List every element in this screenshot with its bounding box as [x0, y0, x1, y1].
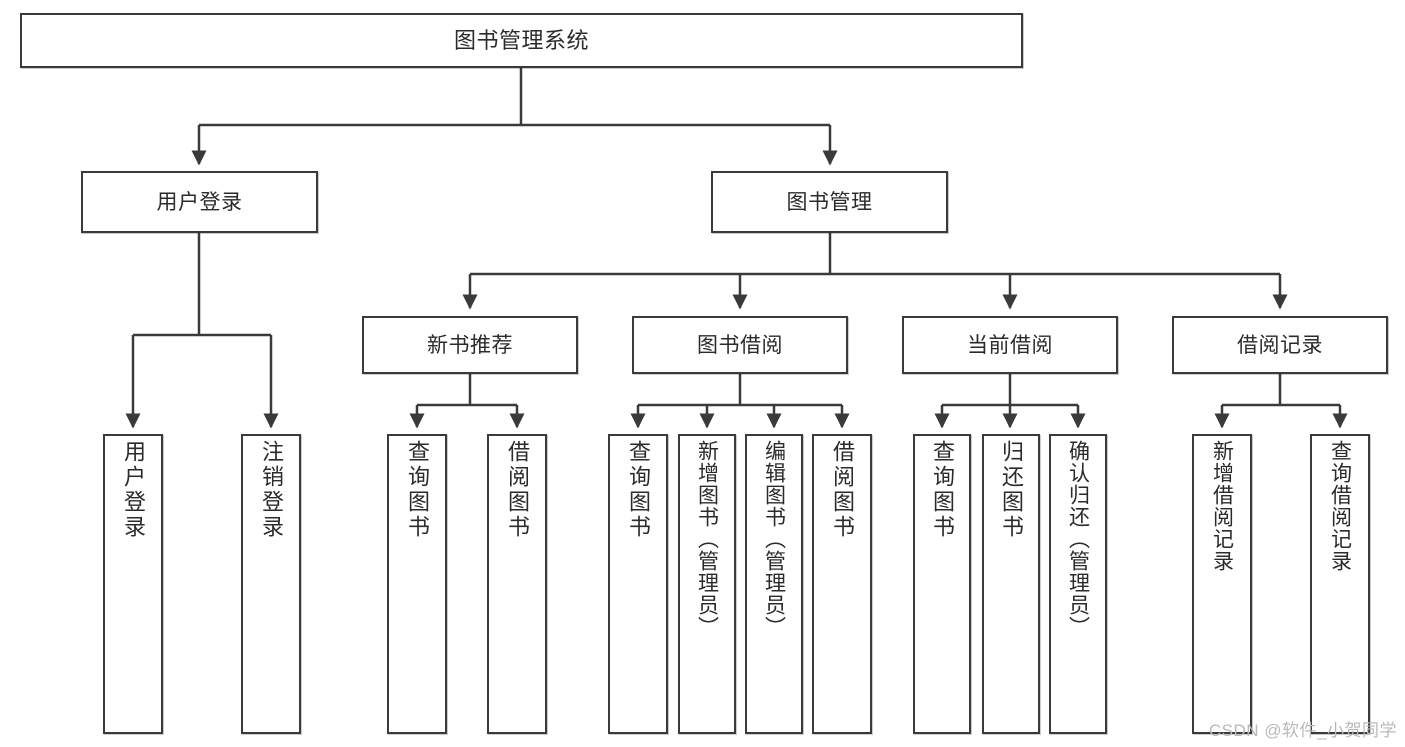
node-current-borrow[interactable]: 当前借阅	[902, 316, 1118, 374]
node-label: 图书管理系统	[453, 27, 589, 53]
node-label: 借阅图书	[830, 440, 855, 540]
node-label: 新书推荐	[427, 333, 513, 357]
leaf-add-borrow-record[interactable]: 新增借阅记录	[1192, 434, 1252, 734]
node-root-system[interactable]: 图书管理系统	[20, 13, 1023, 68]
leaf-user-login[interactable]: 用户登录	[103, 434, 163, 734]
node-label: 查询图书	[930, 440, 955, 540]
node-book-management[interactable]: 图书管理	[711, 171, 948, 233]
node-label: 查询图书	[405, 440, 430, 540]
node-label: 查询借阅记录	[1328, 440, 1352, 572]
node-label: 借阅图书	[505, 440, 530, 540]
node-new-book-recommend[interactable]: 新书推荐	[362, 316, 578, 374]
node-label: 新增借阅记录	[1210, 440, 1234, 572]
node-label: 查询图书	[626, 440, 651, 540]
node-label: 归还图书	[999, 440, 1024, 540]
node-label: 新增图书（管理员）	[695, 440, 719, 638]
node-label: 编辑图书（管理员）	[762, 440, 786, 638]
node-user-login[interactable]: 用户登录	[81, 171, 318, 233]
node-label: 用户登录	[121, 440, 146, 540]
leaf-query-book-current[interactable]: 查询图书	[913, 434, 971, 734]
leaf-confirm-return-admin[interactable]: 确认归还（管理员）	[1049, 434, 1107, 734]
leaf-query-book-newbook[interactable]: 查询图书	[387, 434, 447, 734]
node-book-borrow[interactable]: 图书借阅	[632, 316, 848, 374]
node-label: 用户登录	[156, 190, 243, 214]
node-borrow-record[interactable]: 借阅记录	[1172, 316, 1388, 374]
leaf-return-book[interactable]: 归还图书	[982, 434, 1040, 734]
node-label: 注销登录	[259, 440, 284, 540]
node-label: 当前借阅	[967, 333, 1053, 357]
node-label: 确认归还（管理员）	[1066, 440, 1090, 638]
node-label: 图书借阅	[697, 333, 783, 357]
leaf-borrow-book-newbook[interactable]: 借阅图书	[487, 434, 547, 734]
leaf-logout[interactable]: 注销登录	[241, 434, 301, 734]
leaf-query-borrow-record[interactable]: 查询借阅记录	[1310, 434, 1370, 734]
leaf-add-book-admin[interactable]: 新增图书（管理员）	[678, 434, 736, 734]
leaf-query-book-borrow[interactable]: 查询图书	[608, 434, 668, 734]
leaf-borrow-book[interactable]: 借阅图书	[812, 434, 872, 734]
leaf-edit-book-admin[interactable]: 编辑图书（管理员）	[745, 434, 803, 734]
csdn-watermark: CSDN @软件_小贺同学	[1208, 721, 1397, 740]
node-label: 图书管理	[786, 190, 873, 214]
node-label: 借阅记录	[1237, 333, 1323, 357]
